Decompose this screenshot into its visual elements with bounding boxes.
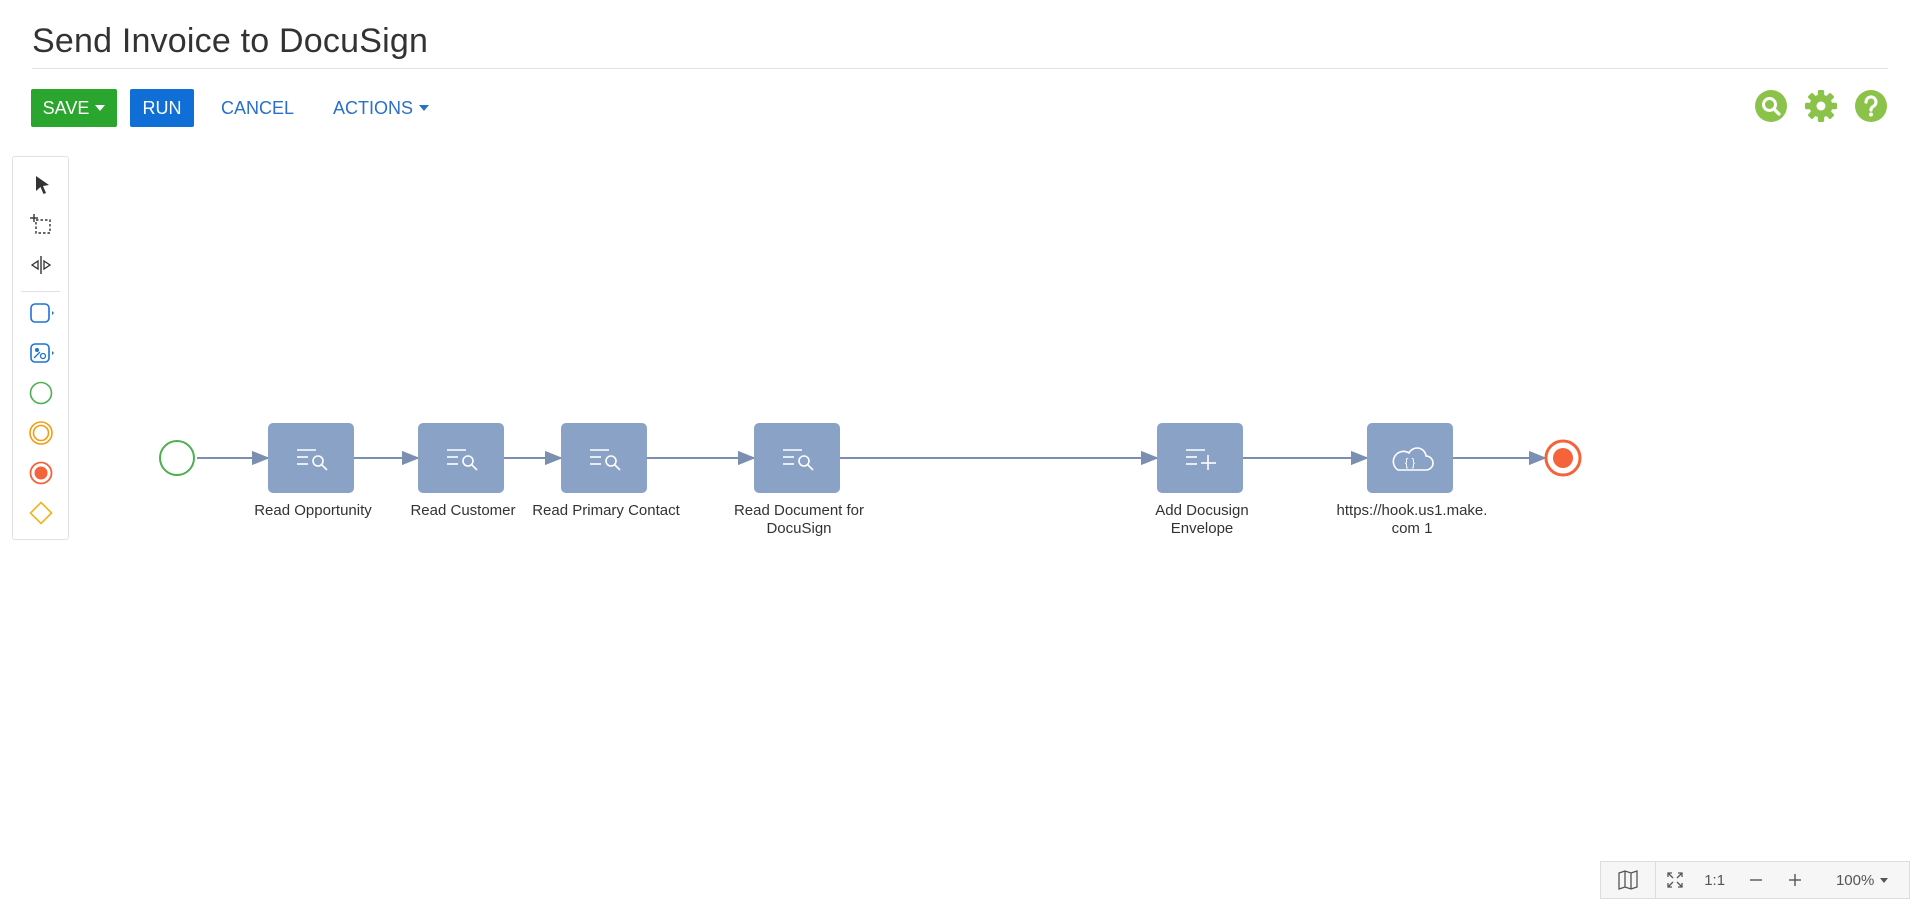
chevron-down-icon <box>1880 877 1889 883</box>
svg-text:{ }: { } <box>1405 457 1416 469</box>
save-button-label: SAVE <box>42 97 90 118</box>
zoom-level-value: 100% <box>1835 871 1875 889</box>
start-event-icon[interactable] <box>159 440 195 476</box>
web-service-icon: { } <box>1392 447 1434 471</box>
chevron-down-icon <box>95 105 106 111</box>
search-icon[interactable] <box>1754 89 1788 123</box>
task-node-read-opportunity[interactable] <box>268 423 354 493</box>
read-data-icon <box>783 449 814 471</box>
node-label: Read Customer <box>410 502 516 519</box>
actual-size-button[interactable]: 1:1 <box>1704 871 1726 889</box>
element-palette <box>12 156 69 540</box>
start-event-icon[interactable] <box>27 379 55 407</box>
page-title: Send Invoice to DocuSign <box>32 22 429 60</box>
palette-divider <box>21 291 60 292</box>
pointer-icon[interactable] <box>27 171 55 199</box>
actions-button-label: ACTIONS <box>333 97 414 118</box>
chevron-down-icon <box>419 105 430 111</box>
add-data-icon <box>1186 449 1216 470</box>
zoom-divider <box>1654 862 1656 898</box>
cancel-button-label: CANCEL <box>221 97 295 118</box>
read-data-icon <box>590 449 621 471</box>
read-data-icon <box>447 449 478 471</box>
minimap-toggle-button[interactable] <box>1601 862 1655 898</box>
cancel-button[interactable]: CANCEL <box>221 98 294 119</box>
task-node-read-primary-contact[interactable] <box>561 423 647 493</box>
task-icon[interactable] <box>27 299 55 327</box>
gateway-icon[interactable] <box>27 499 55 527</box>
task-node-add-docusign-envelope[interactable] <box>1157 423 1243 493</box>
node-label: Add Docusign Envelope <box>1155 502 1249 537</box>
intermediate-event-icon[interactable] <box>27 419 55 447</box>
run-button-label: RUN <box>142 97 182 118</box>
top-right-icons <box>1754 89 1888 123</box>
map-icon <box>1618 870 1638 890</box>
subprocess-icon[interactable] <box>27 339 55 367</box>
zoom-toolbar: 1:1 100% <box>1600 861 1910 899</box>
node-label: Read Document for DocuSign <box>733 502 865 537</box>
minus-icon <box>1749 879 1762 881</box>
read-data-icon <box>297 449 328 471</box>
run-button[interactable]: RUN <box>130 89 194 127</box>
gear-icon[interactable] <box>1804 89 1838 123</box>
space-tool-icon[interactable] <box>27 251 55 279</box>
node-label: https://hook.us1.make.com 1 <box>1336 502 1488 537</box>
zoom-in-button[interactable] <box>1775 862 1815 898</box>
title-divider <box>32 68 1888 69</box>
toolbar: SAVE RUN CANCEL ACTIONS <box>31 89 430 127</box>
end-event-icon[interactable] <box>1544 439 1582 477</box>
actions-menu-button[interactable]: ACTIONS <box>333 97 430 119</box>
zoom-out-button[interactable] <box>1736 862 1776 898</box>
help-icon[interactable] <box>1854 89 1888 123</box>
end-event-icon[interactable] <box>27 459 55 487</box>
expand-icon <box>1667 872 1683 888</box>
node-label: Read Primary Contact <box>532 502 680 519</box>
task-node-read-document[interactable] <box>754 423 840 493</box>
node-label: Read Opportunity <box>254 502 372 519</box>
zoom-level-select[interactable]: 100% <box>1815 862 1909 898</box>
save-button[interactable]: SAVE <box>31 89 117 127</box>
fit-to-screen-button[interactable] <box>1656 862 1694 898</box>
plus-icon <box>1789 874 1802 886</box>
lasso-select-icon[interactable] <box>27 211 55 239</box>
task-node-web-service[interactable]: { } <box>1367 423 1453 493</box>
task-node-read-customer[interactable] <box>418 423 504 493</box>
